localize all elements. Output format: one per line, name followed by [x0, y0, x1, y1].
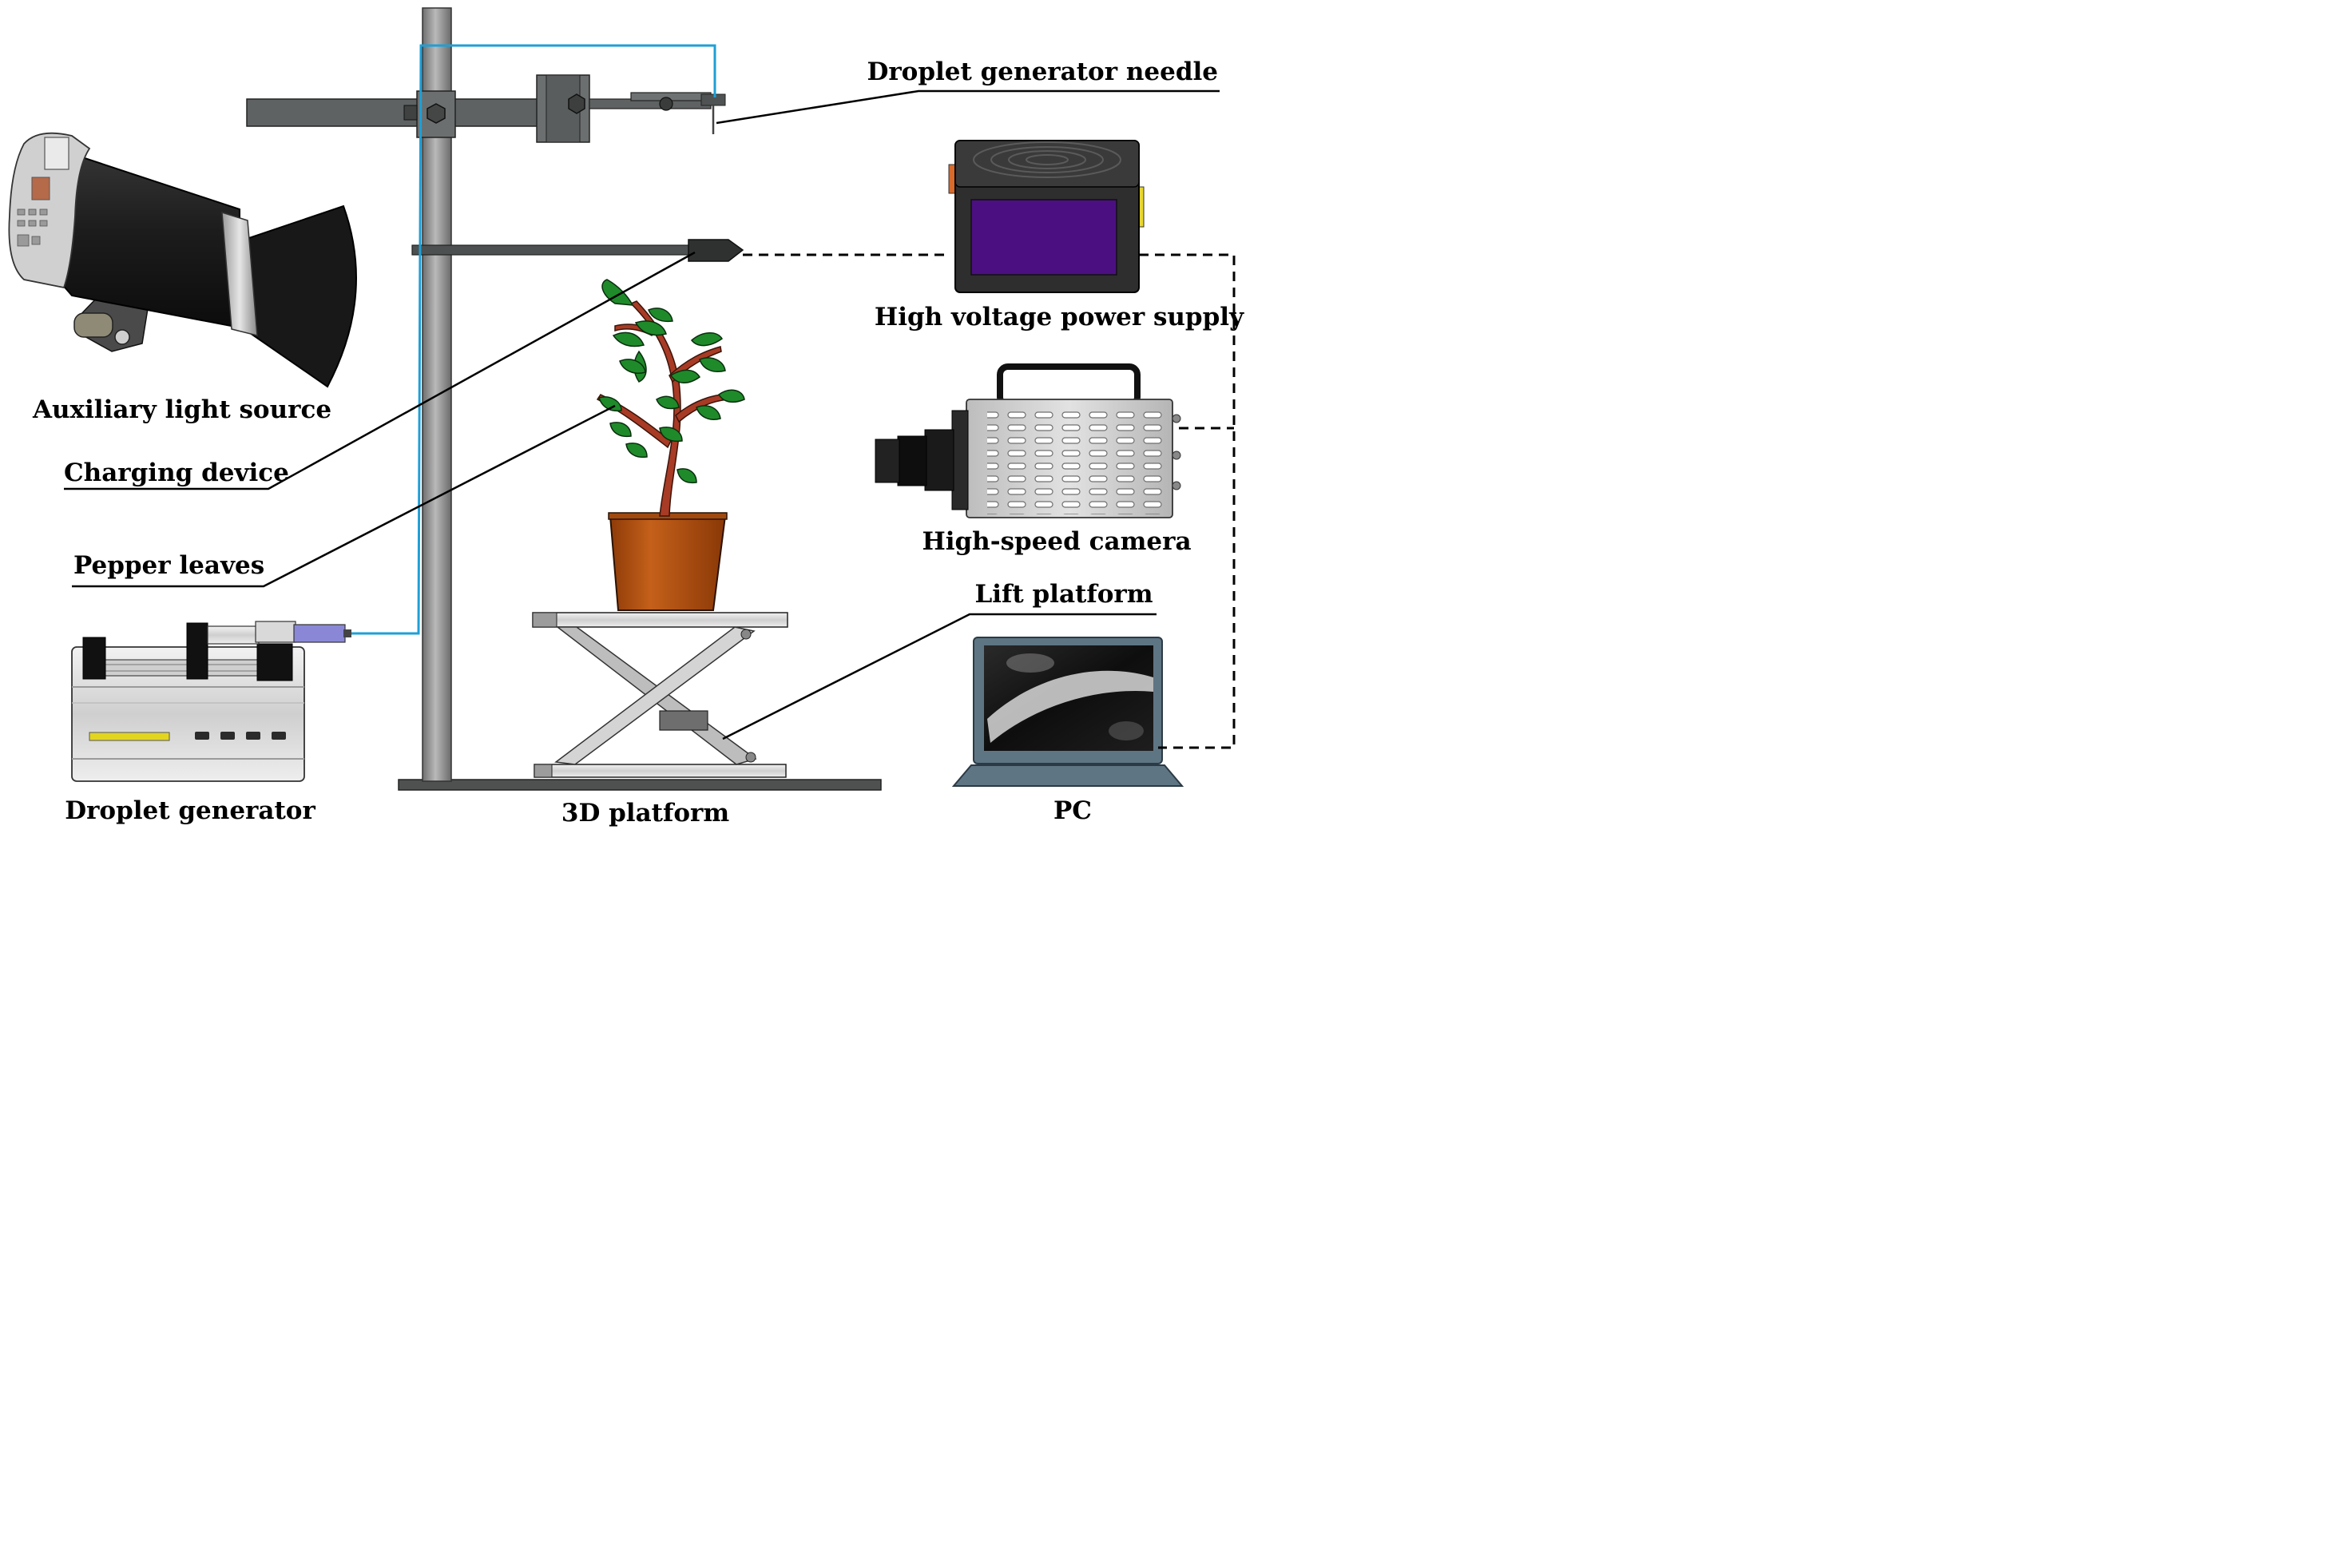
charging-electrode	[688, 239, 744, 262]
high-speed-camera-device	[875, 363, 1181, 518]
lift-platform-device	[532, 612, 788, 778]
fan-grille-icon	[973, 141, 1121, 178]
auxiliary-light-source-device	[8, 132, 357, 388]
lift-bottom-plate	[534, 764, 787, 778]
pc-laptop-device	[951, 637, 1184, 787]
power-supply-screen	[970, 199, 1117, 276]
droplet-generator-device	[71, 621, 351, 782]
pc-keyboard-base	[951, 764, 1184, 787]
stand-upper-arm	[246, 98, 545, 127]
labels: Droplet generator needle High voltage po…	[32, 58, 1244, 828]
label-auxiliary-light-source: Auxiliary light source	[32, 395, 331, 424]
holder-hex-nut-icon	[568, 93, 585, 114]
generator-display-icon	[89, 732, 170, 741]
lamp-display-icon	[31, 177, 50, 200]
stand-base-plate	[398, 779, 882, 791]
label-3d-platform: 3D platform	[561, 799, 729, 828]
clamp-hex-nut-icon	[427, 103, 446, 124]
stand-3d-platform	[246, 7, 882, 791]
label-droplet-generator-needle: Droplet generator needle	[867, 58, 1218, 86]
dashed-connections	[743, 253, 1236, 749]
lift-top-plate	[532, 612, 788, 628]
label-droplet-generator: Droplet generator	[65, 796, 315, 825]
label-pepper-leaves: Pepper leaves	[73, 551, 264, 580]
pot	[609, 515, 727, 611]
camera-lens-icon	[875, 410, 969, 510]
charging-arm	[411, 244, 694, 256]
high-voltage-power-supply-device	[948, 140, 1145, 293]
syringe-plunger	[293, 624, 346, 643]
generator-buttons	[195, 732, 286, 740]
liquid-supply-tube	[351, 44, 716, 635]
experimental-setup-diagram: Droplet generator needle High voltage po…	[8, 7, 1244, 828]
pepper-plant	[596, 279, 745, 611]
label-pc: PC	[1053, 796, 1092, 825]
label-lift-platform: Lift platform	[974, 580, 1153, 609]
leader-lines	[64, 89, 1220, 740]
label-high-voltage-power-supply: High voltage power supply	[875, 303, 1244, 331]
syringe-barrel	[207, 625, 260, 645]
pepper-leaves	[598, 279, 745, 484]
label-charging-device: Charging device	[64, 458, 289, 487]
label-high-speed-camera: High-speed camera	[922, 527, 1191, 556]
